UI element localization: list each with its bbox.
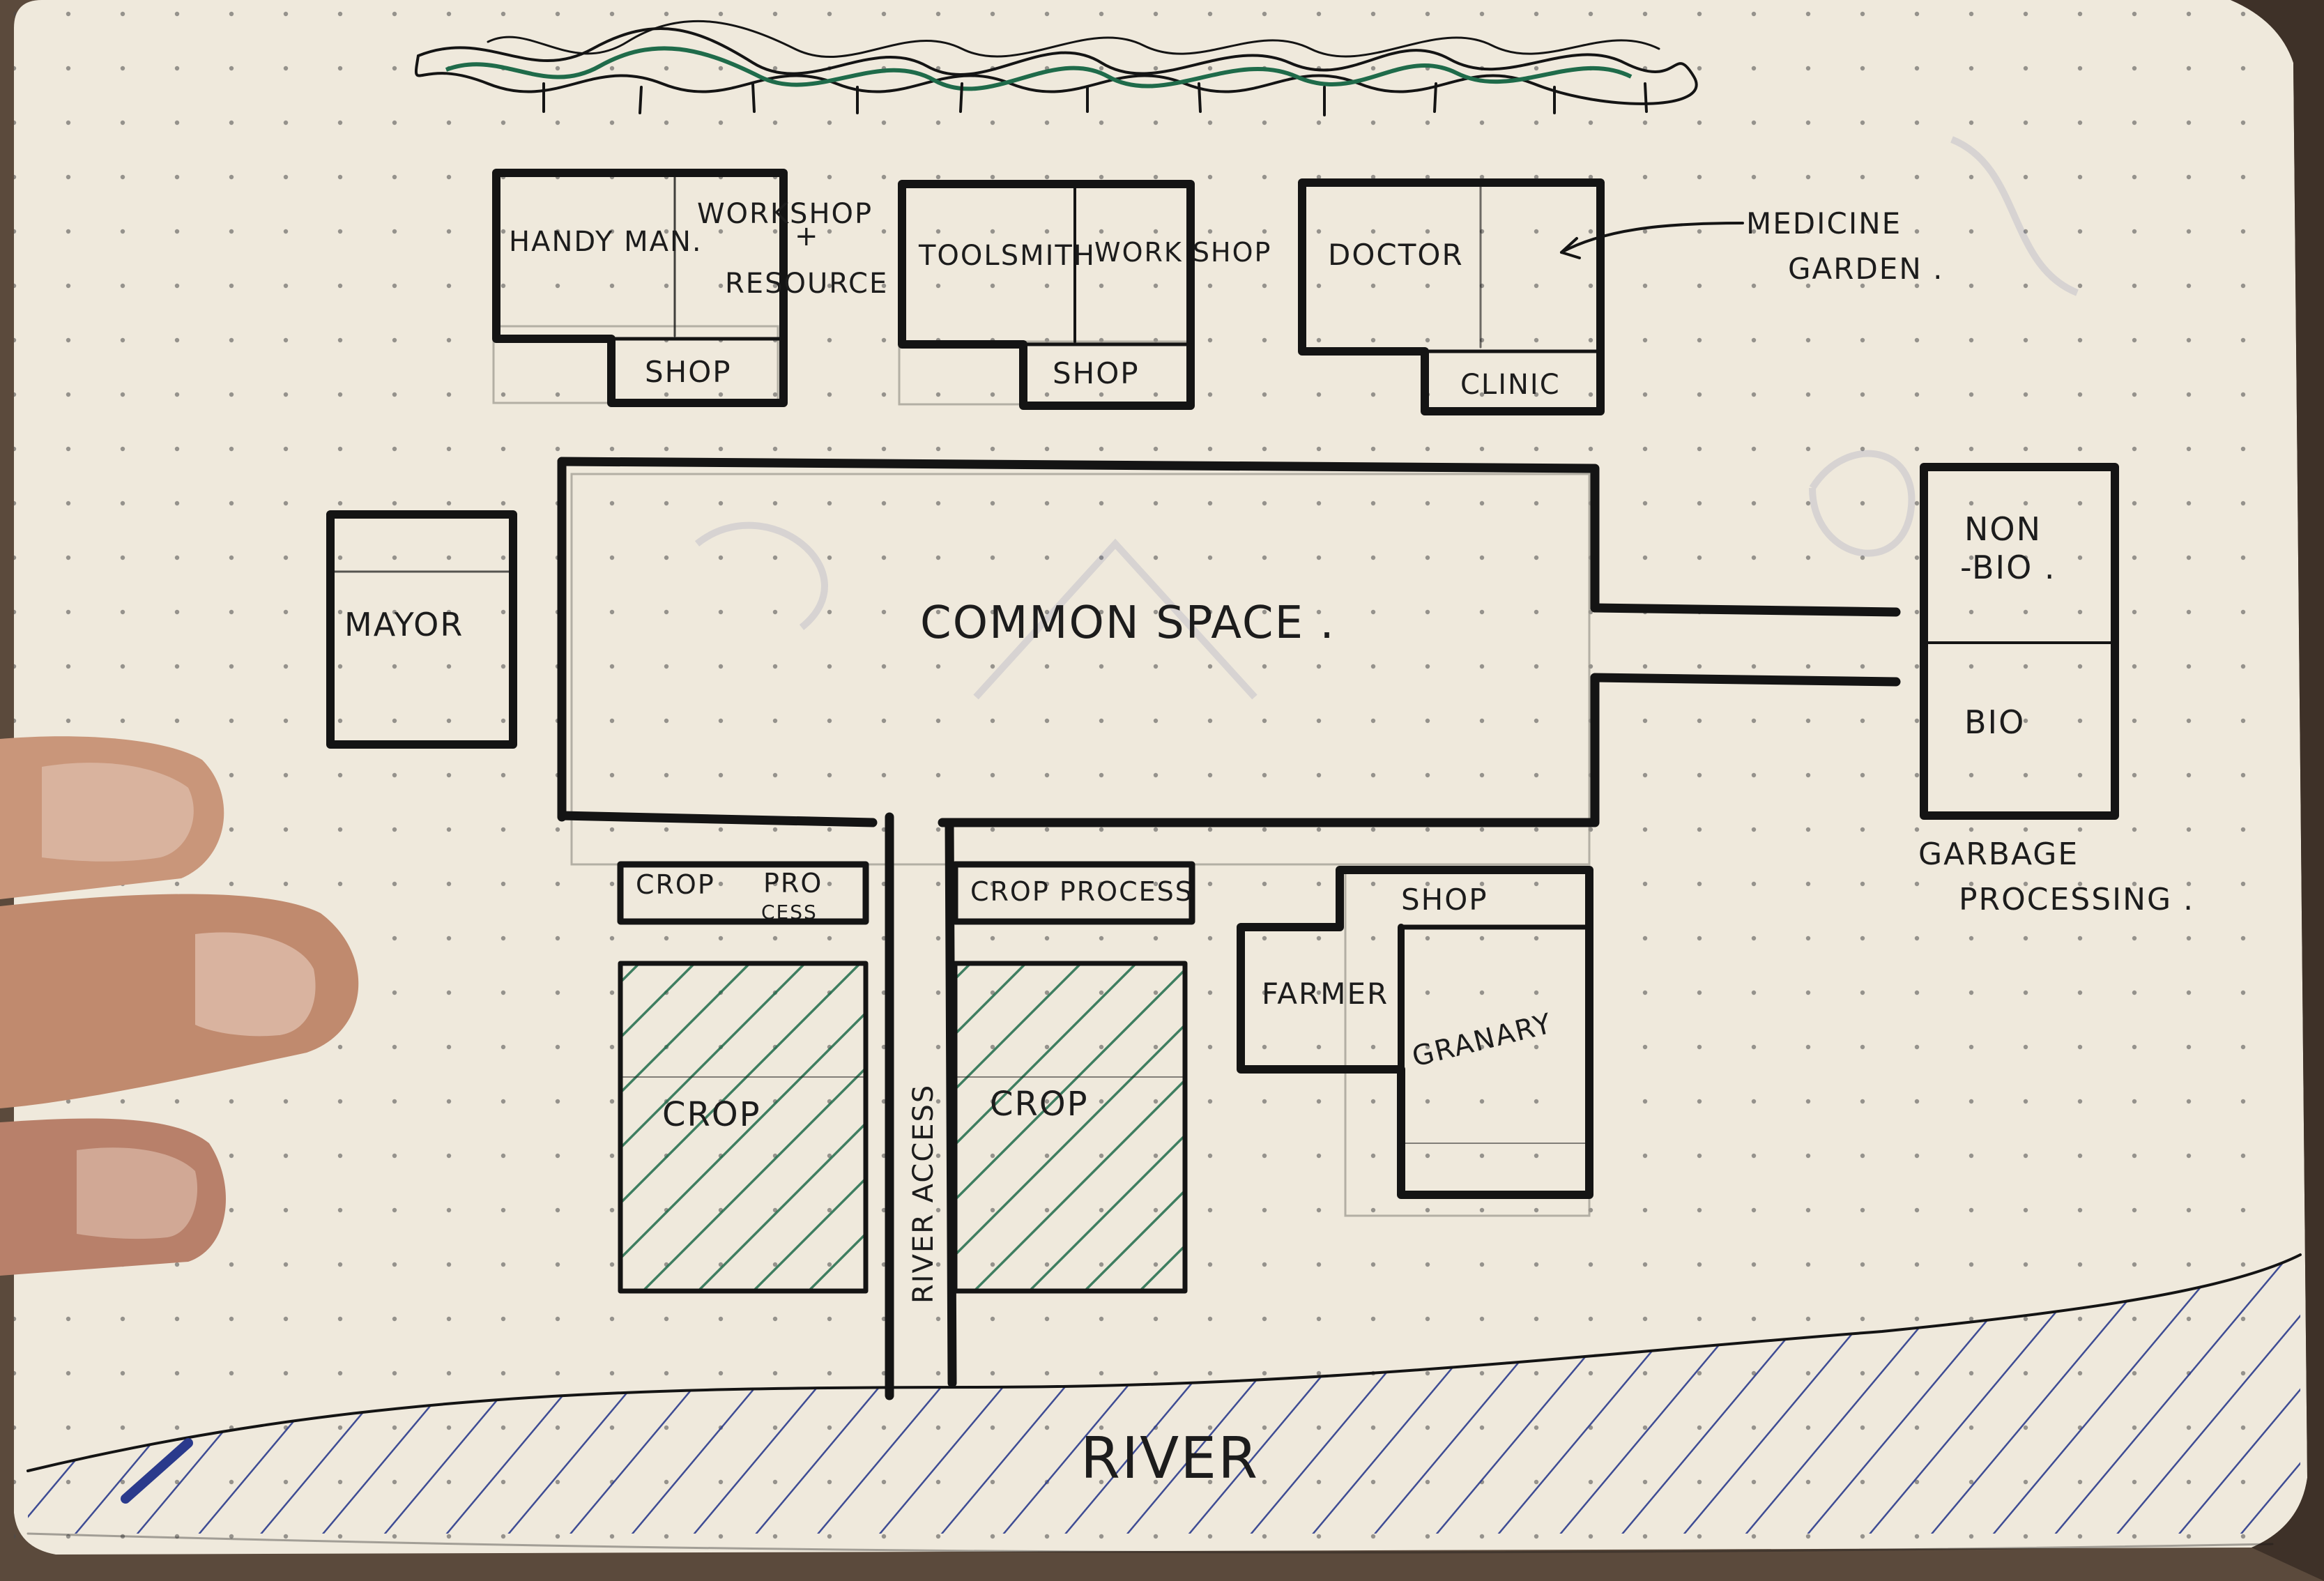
river-access-path [885, 812, 957, 1400]
river-area [26, 1253, 2302, 1534]
bleed-through-marks [694, 136, 2079, 700]
handyman-workshop-building [492, 169, 788, 407]
handyman-label: HANDY MAN. [509, 226, 703, 258]
workshop-resource-label: WORKSHOP + RESOURCE [697, 198, 888, 300]
tree-line-scribble [414, 20, 1698, 116]
hand-fingers [0, 736, 359, 1276]
shop-label-1: SHOP [645, 355, 732, 389]
clinic-label: CLINIC [1460, 369, 1561, 401]
bio-label: BIO [1964, 703, 2025, 741]
garbage-processing-building [1920, 463, 2119, 820]
crop-process-left-label: CROP PRO CESS [636, 868, 832, 924]
doctor-label: DOCTOR [1328, 238, 1464, 272]
workshop-2-label: WORK SHOP [1094, 237, 1271, 268]
toolsmith-building [898, 180, 1195, 410]
crop-field-right [952, 961, 1188, 1294]
crop-process-left-building [617, 861, 869, 925]
shop-label-2: SHOP [1053, 356, 1140, 390]
shop-label-3: SHOP [1401, 883, 1488, 917]
page-edge-shadow [2231, 0, 2324, 1581]
crop-left-label: CROP [662, 1095, 761, 1134]
mayor-building [326, 510, 517, 749]
crop-field-left [618, 961, 869, 1294]
dot-grid [14, 0, 2293, 1555]
non-bio-label: NON -BIO . [1960, 510, 2056, 586]
farmer-label: FARMER [1262, 977, 1389, 1011]
garbage-processing-label: GARBAGE PROCESSING . [1918, 837, 2194, 917]
crop-right-label: CROP [990, 1085, 1089, 1124]
mayor-label: MAYOR [344, 606, 464, 643]
page-bottom-edge [26, 1532, 2274, 1554]
doctor-clinic-building [1298, 178, 1744, 415]
common-space-label: COMMON SPACE . [920, 597, 1336, 649]
farmer-granary-building [1237, 866, 1593, 1217]
river-access-label: RIVER ACCESS [908, 1084, 940, 1304]
river-label: RIVER [1080, 1426, 1259, 1492]
common-space-area [557, 457, 1901, 866]
medicine-garden-label: MEDICINE GARDEN . [1746, 206, 1943, 286]
crop-process-right-building [951, 861, 1195, 925]
toolsmith-label: TOOLSMITH [918, 240, 1096, 272]
crop-process-right-label: CROP PROCESS [970, 876, 1193, 907]
